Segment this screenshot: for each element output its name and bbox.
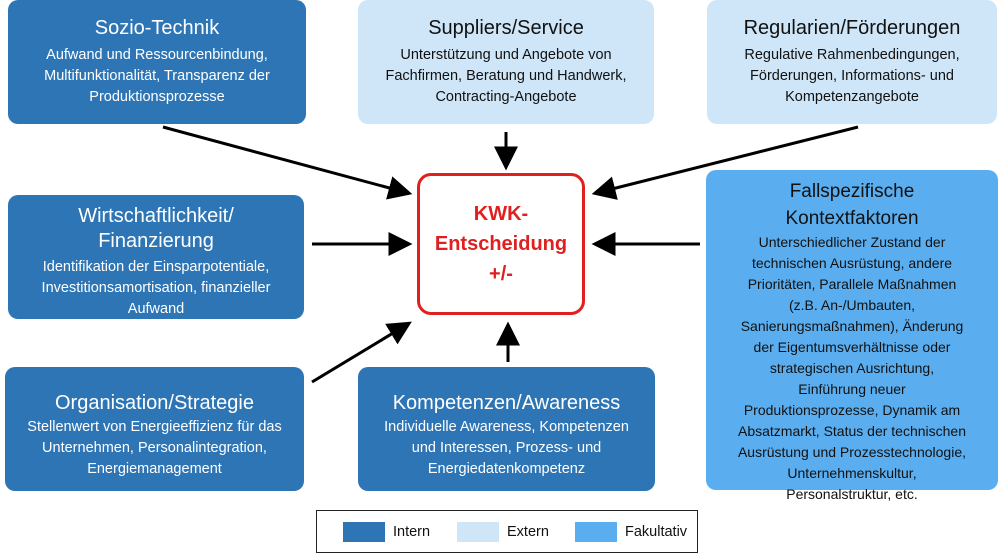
- box-desc: Aufwand und Ressourcenbindung, Multifunk…: [44, 47, 270, 105]
- legend-label-intern: Intern: [393, 524, 431, 540]
- kwk-entscheidung-box: KWK- Entscheidung +/-: [417, 173, 585, 315]
- box-desc: Unterschiedlicher Zustand der technische…: [737, 234, 967, 502]
- arrow-organisation: [311, 321, 412, 384]
- box-desc: Stellenwert von Energieeffizienz für das…: [27, 419, 282, 477]
- box-sozio-technik: Sozio-Technik Aufwand und Ressourcenbind…: [8, 0, 306, 124]
- box-suppliers-service: Suppliers/Service Unterstützung und Ange…: [358, 0, 654, 124]
- center-line: Entscheidung: [434, 233, 568, 255]
- legend-swatch-fakultativ: [575, 522, 617, 542]
- legend-label-fakultativ: Fakultativ: [625, 524, 688, 540]
- box-title: Organisation/Strategie: [54, 392, 254, 414]
- box-desc: Identifikation der Einsparpotentiale, In…: [41, 259, 271, 317]
- box-organisation-strategie: Organisation/Strategie Stellenwert von E…: [5, 367, 304, 491]
- center-line: KWK-: [473, 203, 529, 225]
- box-wirtschaftlichkeit: Wirtschaftlichkeit/ Finanzierung Identif…: [8, 195, 304, 319]
- arrow-sozio: [162, 125, 413, 200]
- box-title: Sozio-Technik: [94, 17, 220, 39]
- legend-swatch-intern: [343, 522, 385, 542]
- box-regularien-foerderungen: Regularien/Förderungen Regulative Rahmen…: [707, 0, 997, 124]
- box-title: Regularien/Förderungen: [743, 17, 961, 39]
- arrow-regularien: [591, 125, 859, 200]
- legend-label-extern: Extern: [507, 524, 549, 540]
- box-title: Fallspezifische Kontextfaktoren: [785, 181, 919, 229]
- box-kontextfaktoren: Fallspezifische Kontextfaktoren Untersch…: [706, 170, 998, 502]
- box-kompetenzen-awareness: Kompetenzen/Awareness Individuelle Aware…: [358, 367, 655, 491]
- box-desc: Unterstützung und Angebote von Fachfirme…: [385, 47, 627, 105]
- box-desc: Regulative Rahmenbedingungen, Förderunge…: [744, 47, 960, 105]
- box-title: Wirtschaftlichkeit/ Finanzierung: [78, 205, 234, 252]
- legend: Intern Extern Fakultativ: [316, 510, 698, 553]
- box-title: Kompetenzen/Awareness: [392, 392, 621, 414]
- box-title: Suppliers/Service: [428, 17, 584, 39]
- center-line: +/-: [489, 263, 513, 285]
- box-desc: Individuelle Awareness, Kompetenzen und …: [384, 419, 629, 477]
- legend-swatch-extern: [457, 522, 499, 542]
